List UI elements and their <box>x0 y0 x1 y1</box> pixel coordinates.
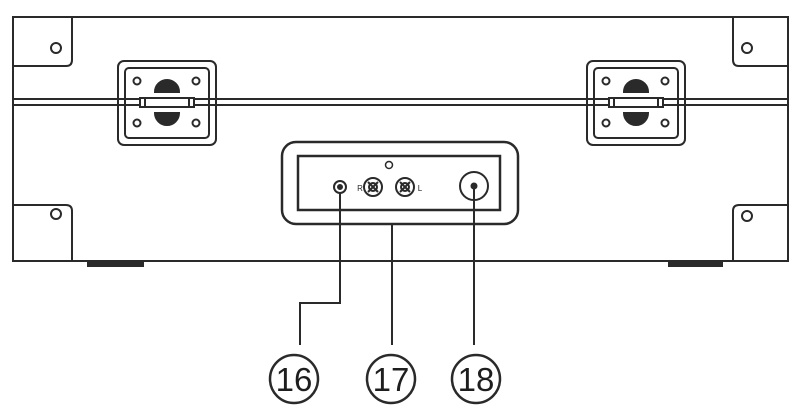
connector-panel-bezel <box>280 140 520 226</box>
headphone-jack <box>333 180 347 194</box>
corner-top-right <box>732 16 788 67</box>
rca-jack-left <box>395 177 415 197</box>
callout-16: 16 <box>268 353 320 405</box>
callout-label-18: 18 <box>458 361 495 398</box>
leader-lines <box>299 186 475 345</box>
latch-left <box>117 60 217 146</box>
callout-label-17: 17 <box>373 361 410 398</box>
rca-right-label: R <box>357 184 363 193</box>
case-feet <box>87 261 723 267</box>
latch-right <box>586 60 686 146</box>
case-outline <box>12 16 789 262</box>
ground-screw <box>384 160 394 170</box>
corner-bottom-left <box>13 204 73 262</box>
corner-bottom-right <box>732 204 788 262</box>
callout-label-16: 16 <box>276 361 313 398</box>
leader-line-16 <box>299 193 341 345</box>
corner-top-left <box>13 16 73 67</box>
callout-17: 17 <box>365 353 417 405</box>
rca-left-label: L <box>418 184 423 193</box>
connector-panel <box>280 140 520 226</box>
connector-panel-plate <box>296 154 502 212</box>
foot-right <box>668 261 723 267</box>
corner-protectors <box>13 16 788 262</box>
rca-jack-right <box>363 177 383 197</box>
foot-left <box>87 261 144 267</box>
callout-18: 18 <box>450 353 502 405</box>
